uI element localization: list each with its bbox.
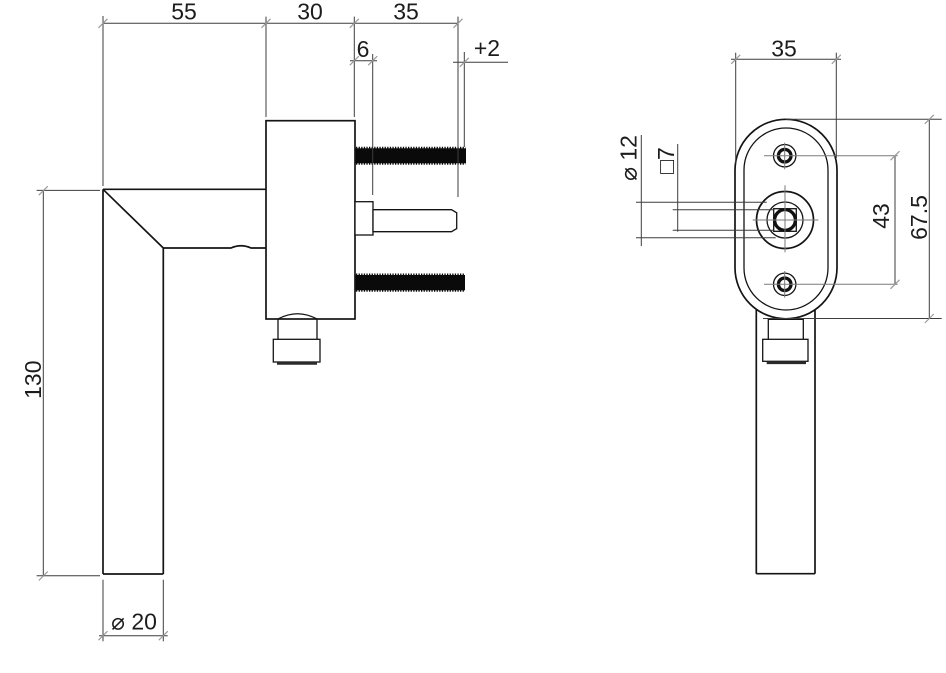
spindle-collar: [354, 201, 374, 236]
dim-tick: [924, 114, 935, 125]
dim-130: 130: [20, 185, 100, 581]
dim-tick: [924, 313, 935, 324]
side-view: 55 30 35 6 +2 130: [20, 0, 508, 642]
knob-dome-arc: [277, 313, 318, 320]
rose-body-side: [265, 119, 356, 320]
dim-tick: [367, 55, 378, 66]
dim-label-plus2: +2: [474, 35, 500, 61]
mounting-screws: [355, 146, 466, 292]
dim-label-675: 67.5: [906, 195, 932, 240]
dim-tick: [98, 18, 108, 29]
dim-tick: [890, 279, 900, 290]
dim-label-35: 35: [393, 0, 419, 25]
dim-tick: [261, 18, 271, 29]
dim-label-d20: ⌀ 20: [111, 609, 157, 635]
top-screw: [355, 148, 466, 164]
dim-plus2: +2: [453, 35, 508, 147]
knob-side: [272, 313, 321, 365]
dim-tick: [158, 630, 169, 641]
dim-grip-diameter: ⌀ 20: [98, 579, 169, 642]
knob-front: [762, 318, 809, 365]
knob-ferrule: [272, 338, 321, 363]
dim-tick: [38, 571, 49, 581]
front-grip: [755, 300, 816, 575]
dim-label-sq7: □7: [653, 147, 679, 174]
top-screw-hole: [764, 142, 898, 170]
dim-tick: [890, 150, 900, 161]
dim-tick: [831, 54, 842, 65]
handle-arm-bottom-line: [163, 244, 266, 249]
dim-spindle-hole: ⌀ 12: [616, 135, 776, 246]
dim-label-130: 130: [20, 361, 46, 399]
spindle: [354, 201, 458, 236]
handle-miter-line: [102, 188, 164, 249]
dim-label-43: 43: [868, 203, 894, 229]
dim-tick: [349, 18, 360, 29]
dim-spindle-square: □7: [653, 144, 774, 232]
dim-tick: [38, 185, 49, 196]
spindle-boss: [752, 185, 819, 253]
front-view: 35 ⌀ 12 □7 43: [616, 36, 942, 575]
dim-label-55: 55: [171, 0, 197, 25]
dim-tick: [98, 630, 108, 641]
bottom-screw: [355, 275, 465, 291]
handle-outline: [102, 188, 266, 575]
dim-tick: [349, 55, 360, 66]
dim-label-6: 6: [357, 36, 370, 62]
bottom-screw-hole: [764, 271, 898, 298]
dim-tick: [730, 54, 741, 65]
rose-inner-oval: [743, 127, 829, 311]
dim-label-30: 30: [297, 0, 323, 25]
dim-rose-width: 35: [730, 36, 842, 163]
dim-tick: [453, 18, 463, 29]
dim-6: 6: [349, 36, 378, 195]
dim-label-d12: ⌀ 12: [616, 135, 642, 181]
dim-hole-spacing: 43: [868, 150, 900, 290]
dim-rose-height: 67.5: [763, 114, 942, 324]
dim-label-rose-width: 35: [771, 36, 797, 62]
dim-tick: [459, 57, 470, 68]
front-ferrule: [762, 338, 809, 362]
dim-top-chain: 55 30 35: [98, 0, 463, 197]
spindle-rod: [372, 209, 458, 233]
